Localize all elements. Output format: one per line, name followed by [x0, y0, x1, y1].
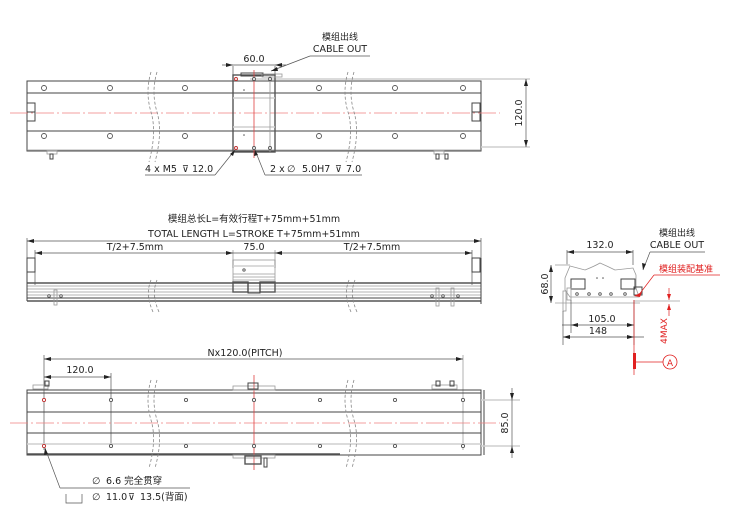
end-view-top-width-dim: 132.0: [586, 240, 613, 251]
top-view: 60.0 模组出线 CABLE OUT 120.0 4 x M5 ⊽ 12.0 …: [10, 31, 530, 176]
depth-symbol-icon: ⊽: [128, 492, 135, 503]
side-view-total-length-en: TOTAL LENGTH L=STROKE T+75mm+51mm: [147, 229, 360, 240]
diameter-symbol-icon: ∅: [287, 164, 295, 175]
top-view-pin-depth: 7.0: [346, 164, 361, 175]
bottom-view-hole-through: 6.6 完全贯穿: [106, 475, 162, 487]
bottom-view-pitch-dim: Nx120.0(PITCH): [208, 348, 283, 359]
end-view-cable-out-en: CABLE OUT: [650, 240, 704, 251]
end-view-max-dim: 4MAX: [660, 318, 670, 344]
top-view-pin-spec: 5.0H7: [302, 164, 330, 175]
counterbore-symbol-icon: [65, 494, 83, 504]
bottom-view-first-pitch-dim: 120.0: [66, 365, 93, 376]
diameter-symbol-icon: ∅: [92, 492, 100, 503]
bottom-view: Nx120.0(PITCH) 120.0: [10, 348, 520, 504]
diameter-symbol-icon: ∅: [92, 476, 100, 487]
end-view-outer-width-dim: 148: [589, 326, 607, 337]
end-view-cable-out-cn: 模组出线: [659, 227, 695, 239]
end-view: 模组出线 CABLE OUT 132.0 68.0 模组装: [540, 227, 720, 375]
bottom-view-counterbore-dia: 11.0: [106, 492, 127, 503]
end-view-height-dim: 68.0: [540, 273, 551, 294]
bottom-view-counterbore-depth: 13.5(背面): [140, 491, 188, 503]
top-view-thread-depth: 12.0: [192, 164, 213, 175]
top-view-cable-out-en: CABLE OUT: [313, 44, 367, 55]
side-view-left-dim: T/2+7.5mm: [106, 242, 164, 253]
side-view-total-length-cn: 模组总长L=有效行程T+75mm+51mm: [168, 213, 340, 225]
end-view-assembly-ref: 模组装配基准: [659, 263, 713, 275]
depth-symbol-icon: ⊽: [335, 164, 342, 175]
top-view-pin-callout: 2 x: [270, 164, 285, 175]
side-view-right-dim: T/2+7.5mm: [343, 242, 401, 253]
end-view-inner-width-dim: 105.0: [588, 314, 615, 325]
datum-circle-icon: [662, 354, 678, 370]
top-view-height-dim: 120.0: [514, 99, 525, 126]
top-view-carriage-width-dim: 60.0: [243, 54, 264, 65]
side-view: 模组总长L=有效行程T+75mm+51mm TOTAL LENGTH L=STR…: [26, 213, 482, 313]
depth-symbol-icon: ⊽: [182, 164, 189, 175]
end-view-datum-label: A: [667, 359, 674, 369]
top-view-cable-out-cn: 模组出线: [322, 31, 358, 43]
bottom-view-width-dim: 85.0: [500, 412, 511, 433]
side-view-carriage-dim: 75.0: [243, 242, 264, 253]
top-view-thread-callout: 4 x M5: [145, 164, 177, 175]
